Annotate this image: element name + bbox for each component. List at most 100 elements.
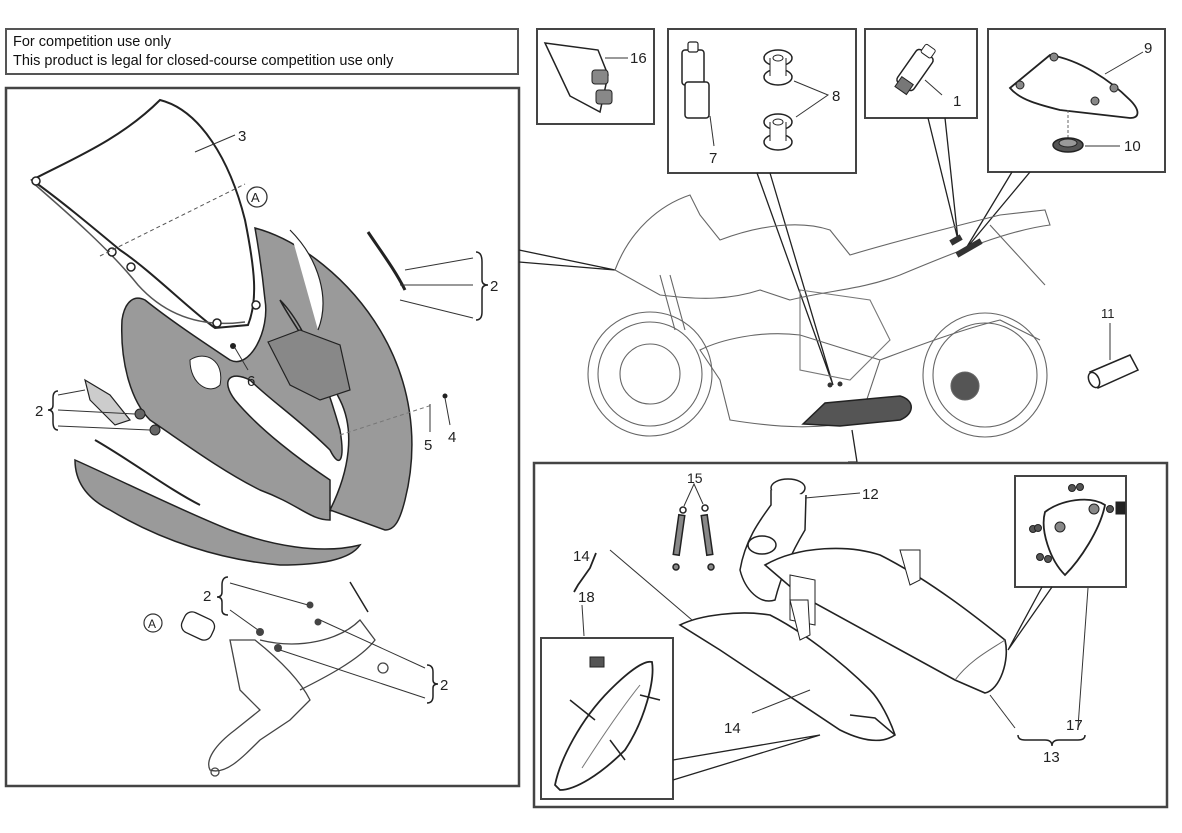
tail-bracket-mark: [955, 238, 983, 258]
leader-2e: [57, 409, 136, 415]
callout-2-mirror: 2: [490, 278, 498, 295]
bolt-icon: [274, 644, 282, 652]
detail-ref-A-lower: A: [148, 617, 156, 631]
leader-15: [683, 482, 704, 507]
screw-icon: [639, 694, 661, 701]
mount-plate-icon: [180, 611, 216, 641]
callout-2-lower: 2: [440, 677, 448, 694]
sensor-icon: [894, 43, 936, 96]
callout-5: 5: [424, 437, 432, 454]
nut-icon: [1115, 501, 1126, 515]
manifold-icon: [739, 478, 807, 602]
competition-notice: For competition use only This product is…: [5, 28, 519, 75]
tail-sensor-mark: [949, 234, 963, 246]
leader-2a: [404, 257, 474, 271]
leader-6: [234, 347, 249, 371]
callout-1: 1: [953, 93, 961, 110]
callout-3: 3: [238, 128, 246, 145]
exhaust-panel: 15 12 14 14 18: [532, 461, 1169, 809]
bolt-icon: [306, 601, 314, 609]
callout-12: 12: [862, 486, 879, 503]
callout-14-kit: 14: [573, 548, 590, 565]
callout-2-left: 2: [35, 403, 43, 420]
bracket-brace-upper: [216, 576, 229, 616]
leader-7: [709, 115, 715, 147]
exhaust-frame: [532, 461, 1169, 809]
detail-ref-A-circle: [246, 186, 268, 208]
leader-2j: [279, 649, 426, 699]
callout-8: 8: [832, 88, 840, 105]
leader-1: [924, 79, 943, 96]
callout-connector-7-8: [756, 172, 834, 386]
leader-2c: [399, 299, 474, 319]
notice-line-2: This product is legal for closed-course …: [13, 53, 394, 69]
heat-guard-icon: [554, 660, 654, 791]
front-fairing-icon: [74, 226, 413, 566]
nut-icon: [149, 424, 161, 436]
nut-icon: [134, 408, 146, 420]
callout-9: 9: [1144, 40, 1152, 57]
duct-bracket-icon: [84, 378, 132, 426]
leader-3: [194, 134, 236, 153]
clip-icon: [349, 581, 369, 613]
tail-bracket-icon: [1008, 54, 1139, 119]
callout-connector-exhaust: [848, 429, 858, 463]
fastener-icon: [230, 343, 236, 349]
end-cap-guard-icon: [1042, 498, 1107, 577]
belly-exhaust-icon: [801, 395, 912, 427]
front-fairing-panel: 3 A 2 2 4 5: [4, 86, 521, 788]
leader-12: [804, 492, 861, 499]
callout-connector-1: [927, 117, 959, 241]
leader-2g: [229, 582, 309, 606]
screw-icon: [609, 739, 626, 761]
screw-icon: [569, 699, 596, 721]
bracket-14: [573, 552, 597, 593]
callout-4: 4: [448, 429, 456, 446]
callout-13: 13: [1043, 749, 1060, 766]
leader-13: [989, 694, 1016, 729]
leader-17: [1077, 587, 1089, 728]
exhaust-silencer-icon: [763, 547, 1008, 694]
leader-dash-A: [99, 183, 246, 257]
leader-14b: [751, 689, 811, 714]
key-plug-icon: [1087, 354, 1140, 389]
leader-14a: [609, 549, 693, 621]
callout-10: 10: [1124, 138, 1141, 155]
notice-line-1: For competition use only: [13, 34, 171, 50]
motorcycle-icon: [587, 194, 1051, 438]
callout-2-upper: 2: [203, 588, 211, 605]
callout-connector-18: [672, 734, 821, 781]
lower-hanger-icon: [789, 599, 811, 641]
bracket-brace-lower: [426, 664, 439, 704]
connector-grommet-panel: 7 8: [667, 28, 857, 174]
leader-dash-45: [339, 404, 433, 436]
grommet-icon: [763, 49, 793, 86]
callout-18: 18: [578, 589, 595, 606]
callout-15: 15: [687, 470, 703, 486]
springs-icon: [672, 504, 715, 571]
lower-silencer-icon: [678, 612, 896, 742]
screw-icon: [442, 393, 448, 399]
callout-connector-17: [1007, 586, 1053, 651]
tail-bracket-panel: 9 10: [987, 28, 1166, 173]
detail-ref-A: A: [251, 190, 260, 205]
bracket-13: [1017, 734, 1086, 747]
socket-icon: [595, 89, 613, 105]
socket-icon: [591, 69, 609, 85]
leader-2d: [57, 389, 86, 396]
grommet-icon: [763, 113, 793, 151]
callout-14-bracket: 14: [724, 720, 741, 737]
windscreen-icon: [30, 98, 261, 330]
clip-icon: [589, 656, 605, 668]
detail-ref-A-lower-circle: [143, 613, 163, 633]
mirror-bracket-icon: [366, 231, 407, 291]
callout-connector-fairing: [518, 249, 616, 271]
callout-16: 16: [630, 50, 647, 67]
callout-11: 11: [1101, 306, 1115, 321]
leader-18: [581, 604, 585, 637]
leader-2f: [57, 425, 151, 431]
connector-mark: [827, 382, 833, 388]
silencer-hanger-icon: [899, 549, 921, 586]
connector-icon: [681, 41, 710, 119]
